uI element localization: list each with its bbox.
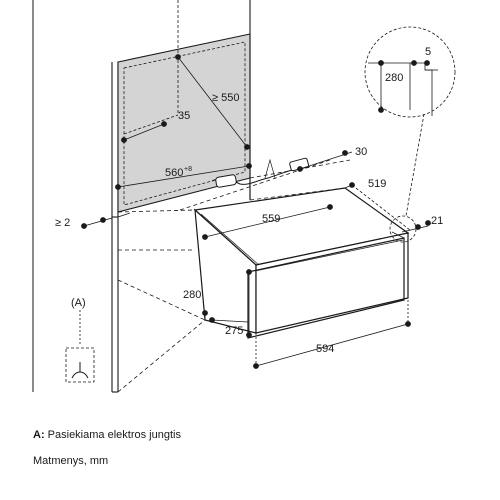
- dim-niche-width-tolerance: +8: [184, 166, 192, 173]
- legend-connection-key: A:: [33, 429, 45, 441]
- dim-gap-min-2: ≥ 2: [55, 217, 70, 229]
- dim-front-width-594: 594: [316, 343, 334, 355]
- connection-a-marker: [65, 310, 95, 383]
- legend-connection: A: Pasiekiama elektros jungtis: [33, 428, 181, 442]
- dim-height-275: 275: [225, 325, 243, 337]
- connection-marker-label: (A): [71, 297, 86, 309]
- dim-depth-519: 519: [368, 178, 386, 190]
- dim-height-280: 280: [183, 289, 201, 301]
- warming-drawer: [193, 187, 410, 339]
- dim-offset-30: 30: [355, 146, 367, 158]
- dim-offset-21: 21: [431, 215, 443, 227]
- dim-width-559: 559: [262, 213, 280, 225]
- drawer-dimension-lines: [202, 150, 431, 369]
- dim-detail-280: 280: [385, 72, 403, 84]
- dim-detail-5: 5: [425, 46, 431, 58]
- power-cable: [211, 157, 310, 188]
- dim-niche-depth: ≥ 550: [212, 92, 239, 104]
- dim-depth-35: 35: [178, 110, 190, 122]
- cabinet-front: [111, 62, 119, 393]
- gap-dimension: [81, 212, 131, 229]
- legend-connection-text: Pasiekiama elektros jungtis: [44, 429, 181, 441]
- niche-dimension-lines: [115, 54, 252, 190]
- dim-niche-width: 560: [165, 167, 183, 179]
- legend-units: Matmenys, mm: [33, 455, 109, 467]
- detail-callout: [364, 26, 456, 243]
